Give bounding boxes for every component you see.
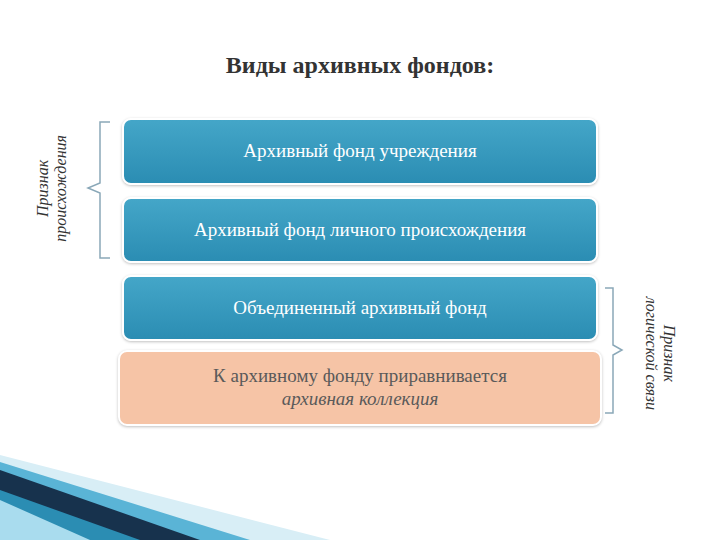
side-label: Признак происхождения xyxy=(34,123,71,253)
box-text: К архивному фонду приравнивается xyxy=(213,365,507,388)
fund-box: Архивный фонд личного происхождения xyxy=(122,197,598,263)
swoosh xyxy=(0,462,250,540)
side-label: Признак логической связи xyxy=(642,288,679,418)
box-text: Архивный фонд личного происхождения xyxy=(194,219,526,242)
fund-box: Архивный фонд учреждения xyxy=(122,118,598,185)
swoosh xyxy=(0,455,330,540)
fund-box: Объединенный архивный фонд xyxy=(122,275,598,341)
left-bracket xyxy=(88,122,110,258)
box-text: Объединенный архивный фонд xyxy=(233,297,486,320)
diagram-title: Виды архивных фондов: xyxy=(0,52,720,79)
swoosh xyxy=(0,470,200,540)
right-bracket xyxy=(605,288,622,413)
box-subtext: архивная коллекция xyxy=(282,388,439,411)
collection-box: К архивному фонду приравниваетсяархивная… xyxy=(118,350,602,426)
swoosh xyxy=(0,500,90,540)
box-text: Архивный фонд учреждения xyxy=(243,140,476,163)
swoosh xyxy=(0,490,140,540)
